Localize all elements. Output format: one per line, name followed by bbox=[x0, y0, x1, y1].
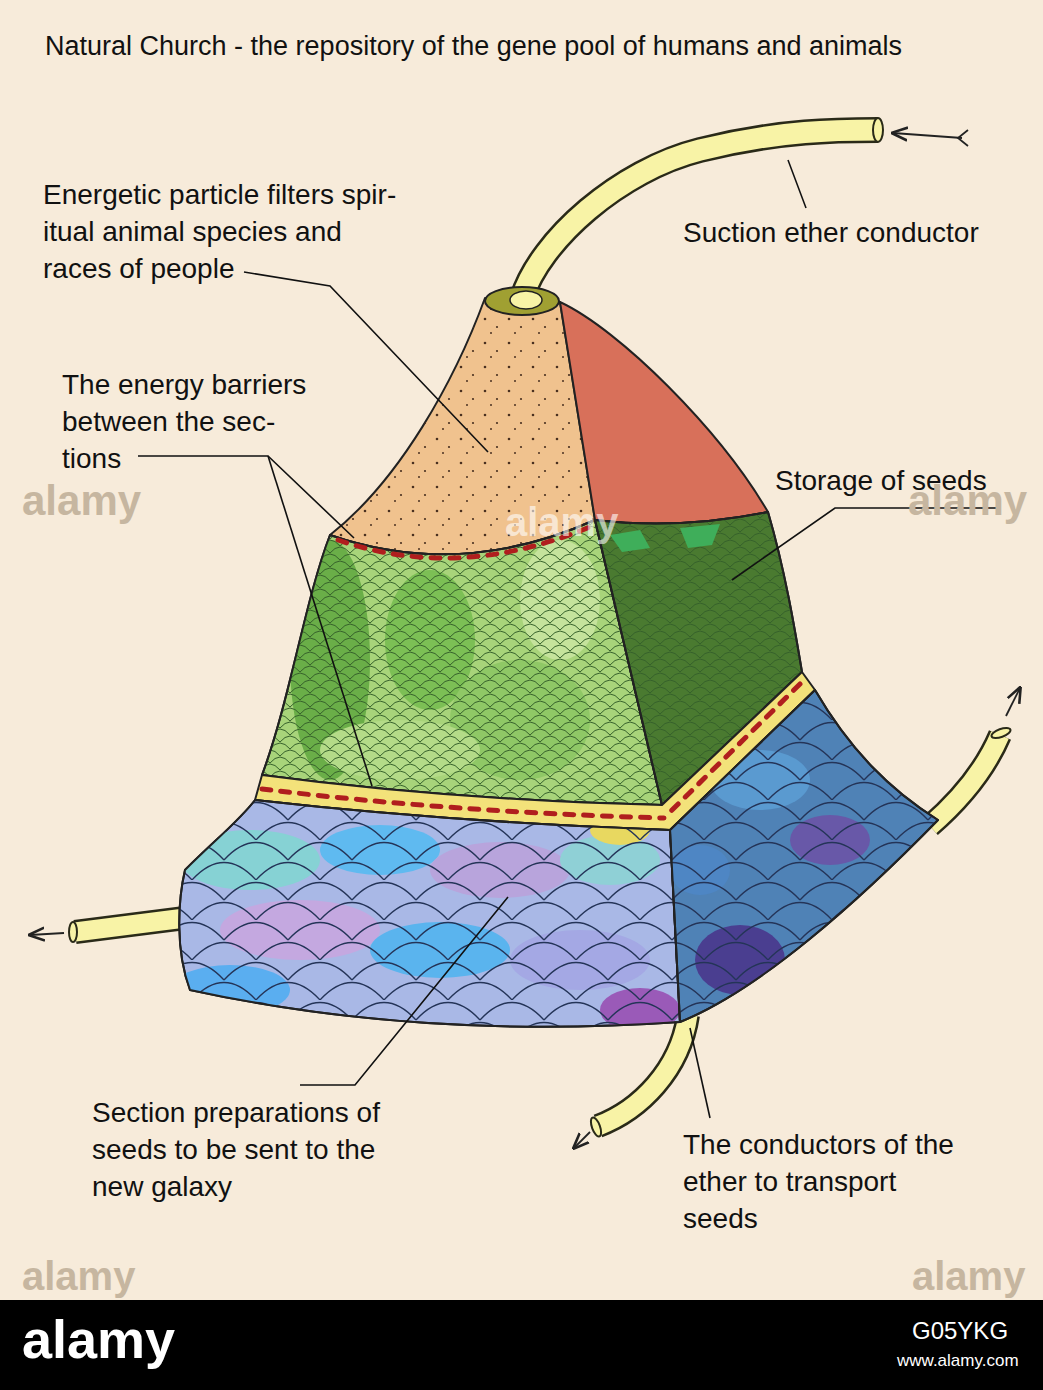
label-holder: alamy bbox=[912, 1254, 1025, 1298]
label-holder: The conductors of the ether to transport… bbox=[683, 1126, 966, 1237]
callout-label: Suction ether conductor bbox=[683, 214, 979, 251]
flow-arrows bbox=[30, 130, 1020, 1148]
label-holder: alamy bbox=[22, 478, 141, 524]
watermark-text: alamy bbox=[505, 500, 618, 544]
watermark-text: alamy bbox=[912, 1254, 1025, 1298]
diagram-title: Natural Church - the repository of the g… bbox=[45, 28, 1035, 64]
watermark-text: alamy bbox=[22, 478, 141, 524]
leader-lines bbox=[138, 160, 1000, 1118]
callout-label: The energy barriers between the sec- tio… bbox=[62, 366, 324, 477]
title-holder: Natural Church - the repository of the g… bbox=[45, 28, 1035, 64]
energy-barriers bbox=[262, 526, 800, 818]
label-holder: The energy barriers between the sec- tio… bbox=[62, 366, 324, 477]
label-holder: alamy bbox=[908, 478, 1027, 524]
callout-label: Energetic particle filters spir- itual a… bbox=[43, 176, 409, 287]
stock-url: www.alamy.com bbox=[897, 1350, 1019, 1372]
label-holder: alamy bbox=[22, 1306, 175, 1372]
label-holder: alamy bbox=[505, 500, 618, 544]
callout-label: The conductors of the ether to transport… bbox=[683, 1126, 966, 1237]
watermark-text: alamy bbox=[908, 478, 1027, 524]
label-holder: Energetic particle filters spir- itual a… bbox=[43, 176, 409, 287]
watermark-text: alamy bbox=[22, 1254, 135, 1298]
label-holder: www.alamy.com bbox=[897, 1350, 1019, 1372]
label-holder: Section preparations of seeds to be sent… bbox=[92, 1094, 392, 1205]
stock-logo: alamy bbox=[22, 1306, 175, 1372]
label-holder: alamy bbox=[22, 1254, 135, 1298]
stock-bar bbox=[0, 1300, 1043, 1390]
label-holder: G05YKG bbox=[912, 1316, 1008, 1346]
label-holder: Suction ether conductor bbox=[683, 214, 979, 251]
image-id: G05YKG bbox=[912, 1316, 1008, 1346]
callout-label: Section preparations of seeds to be sent… bbox=[92, 1094, 392, 1205]
